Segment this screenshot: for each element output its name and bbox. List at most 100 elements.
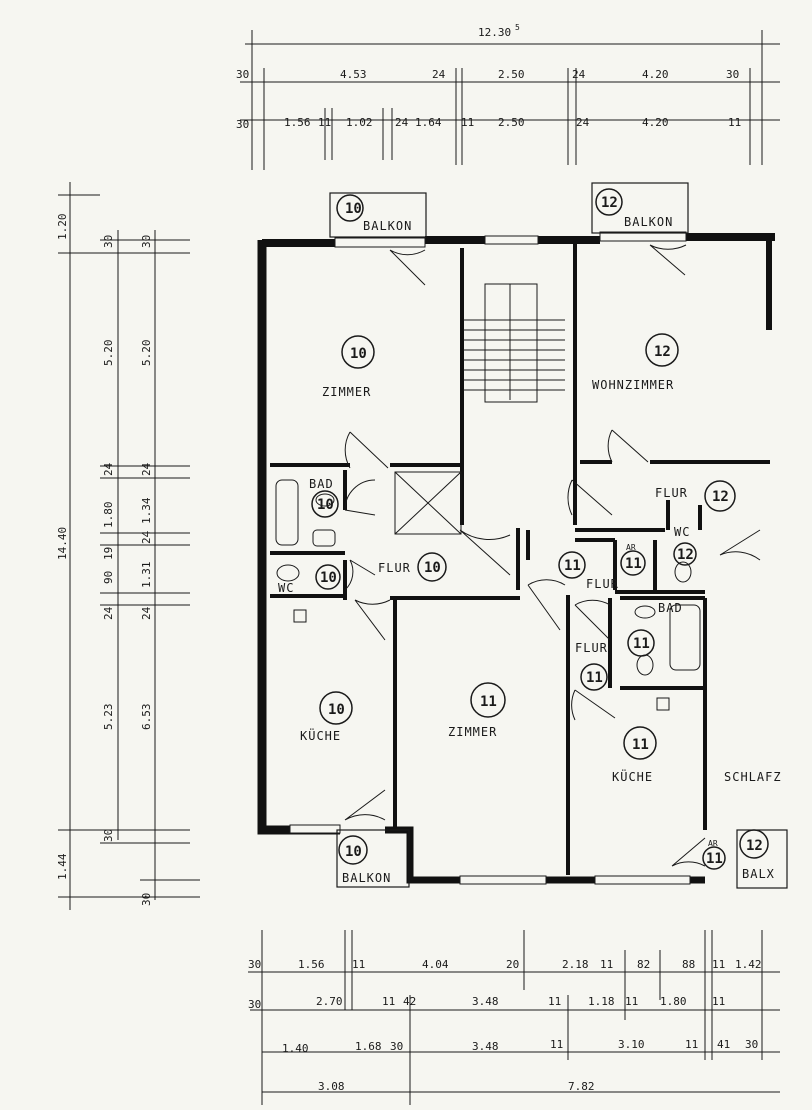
room-zimmer-10-label: ZIMMER (322, 385, 371, 399)
dim-bottom-r1-3: 4.04 (422, 958, 449, 971)
room-ar-11-number: 11 (625, 556, 642, 572)
toilet-wc-12 (674, 561, 692, 583)
top-dimensions (240, 30, 780, 170)
bathtub-11 (669, 604, 701, 671)
room-number-circles (311, 188, 769, 870)
dim-bottom-r1-5: 2.18 (562, 958, 589, 971)
dim-bottom-r4-1: 7.82 (568, 1080, 595, 1093)
dim-left-overall: 14.40 (56, 527, 69, 560)
bottom-dimension-labels: 30 1.56 11 4.04 20 2.18 11 82 88 11 1.42… (248, 958, 762, 1093)
room-kueche-11-label: KÜCHE (612, 768, 653, 784)
room-wc-10-label: WC (278, 581, 294, 595)
top-dimension-labels: 12.30 5 30 4.53 24 2.50 24 4.20 30 30 1.… (236, 23, 741, 131)
room-zimmer-10-number: 10 (350, 346, 367, 362)
stairwell (394, 283, 565, 535)
dim-left-c3-1: 5.20 (140, 340, 153, 367)
dim-top-r2-0: 30 (236, 118, 249, 131)
room-wohnzimmer-12-number: 12 (654, 344, 671, 360)
room-bad-11-number: 11 (633, 636, 650, 652)
dim-bottom-r3-5: 3.10 (618, 1038, 645, 1051)
room-bad-10-label: BAD (309, 477, 334, 491)
dim-left-c3-3: 1.34 (140, 497, 153, 524)
dim-bottom-r1-7: 82 (637, 958, 650, 971)
dim-left-c3-5: 1.31 (140, 562, 153, 589)
dim-top-r2-10: 11 (728, 116, 741, 129)
dim-bottom-r1-0: 30 (248, 958, 261, 971)
room-flur-12-number: 12 (712, 489, 729, 505)
dim-bottom-r2-0: 30 (248, 998, 261, 1011)
kitchen-sink-10 (293, 609, 307, 623)
dim-left-c2-6: 24 (102, 606, 115, 620)
room-balkon-12-top-label: BALKON (624, 215, 673, 229)
dim-top-r2-8: 24 (576, 116, 590, 129)
balconies (329, 182, 788, 889)
dim-top-r1-3: 2.50 (498, 68, 525, 81)
dim-bottom-r3-6: 11 (685, 1038, 698, 1051)
sink-10 (315, 493, 335, 507)
dim-left-c3-7: 6.53 (140, 704, 153, 731)
room-flur-10-number: 10 (424, 560, 441, 576)
dim-left-c2-3: 1.80 (102, 502, 115, 529)
room-balkon-10-top-number: 10 (345, 201, 362, 217)
dim-bottom-r2-1: 2.70 (316, 995, 343, 1008)
room-flur-10-label: FLUR (378, 561, 411, 575)
dim-bottom-r1-6: 11 (600, 958, 613, 971)
bottom-dimensions (248, 930, 780, 1105)
dim-top-r2-1: 1.56 (284, 116, 311, 129)
room-zimmer-11-label: ZIMMER (448, 725, 497, 739)
dim-left-c2-5: 90 (102, 571, 115, 584)
room-balkon-12-top-number: 12 (601, 195, 618, 211)
room-ar-11b-number: 11 (706, 851, 723, 867)
room-kueche-10-number: 10 (328, 702, 345, 718)
room-wohnzimmer-12-label: WOHNZIMMER (592, 378, 674, 392)
dim-bottom-r1-8: 88 (682, 958, 695, 971)
dim-bottom-r3-8: 30 (745, 1038, 758, 1051)
dim-top-r1-0: 30 (236, 68, 249, 81)
door-swings (344, 244, 761, 867)
room-bad-11-label: BAD (658, 601, 683, 615)
dim-top-r2-9: 4.20 (642, 116, 669, 129)
dim-left-c3-6: 24 (140, 606, 153, 620)
room-labels: 10 BALKON 12 BALKON 10 ZIMMER 12 WOHNZIM… (278, 195, 782, 885)
toilet-10 (312, 529, 336, 547)
room-flur-11a-number: 11 (564, 558, 581, 574)
dim-bottom-r1-10: 1.42 (735, 958, 762, 971)
dim-bottom-r2-6: 1.18 (588, 995, 615, 1008)
dim-top-overall-sup: 5 (515, 23, 520, 32)
dim-left-c2-0: 30 (102, 235, 115, 248)
dim-top-r1-6: 30 (726, 68, 739, 81)
left-dimension-labels: 14.40 1.20 1.44 30 5.20 24 1.80 19 90 24… (56, 214, 153, 907)
dim-bottom-r2-8: 1.80 (660, 995, 687, 1008)
dim-top-r1-1: 4.53 (340, 68, 367, 81)
dim-top-r2-6: 11 (461, 116, 474, 129)
dim-left-c2-7: 5.23 (102, 704, 115, 731)
dim-bottom-r1-1: 1.56 (298, 958, 325, 971)
room-ar-11b-label: AR (708, 839, 718, 848)
dim-left-c3-2: 24 (140, 462, 153, 476)
kitchen-sink-11 (656, 697, 670, 711)
dim-left-c2-4: 19 (102, 547, 115, 560)
toilet-11 (636, 654, 654, 676)
dim-bottom-r2-9: 11 (712, 995, 725, 1008)
dim-left-c2-2: 24 (102, 462, 115, 476)
dim-bottom-r3-7: 41 (717, 1038, 730, 1051)
dim-bottom-r3-1: 1.68 (355, 1040, 382, 1053)
dim-bottom-r1-2: 11 (352, 958, 365, 971)
left-dimensions (58, 182, 200, 910)
dim-top-r1-4: 24 (572, 68, 586, 81)
toilet-wc-10 (276, 564, 300, 582)
room-wc-10-number: 10 (320, 570, 337, 586)
room-kueche-11-number: 11 (632, 737, 649, 753)
dim-left-c2-1: 5.20 (102, 340, 115, 367)
dim-bottom-r2-4: 3.48 (472, 995, 499, 1008)
room-flur-12-label: FLUR (655, 486, 688, 500)
dim-bottom-r3-4: 11 (550, 1038, 563, 1051)
dim-left-c3-0: 30 (140, 235, 153, 248)
dim-bottom-r3-2: 30 (390, 1040, 403, 1053)
dim-bottom-r3-0: 1.40 (282, 1042, 309, 1055)
dim-top-r2-3: 1.02 (346, 116, 373, 129)
room-balkon-12-bottom-label: BALX (742, 867, 775, 881)
room-bad-10-number: 10 (317, 497, 334, 513)
room-schlafz-label: SCHLAFZ (724, 770, 782, 784)
